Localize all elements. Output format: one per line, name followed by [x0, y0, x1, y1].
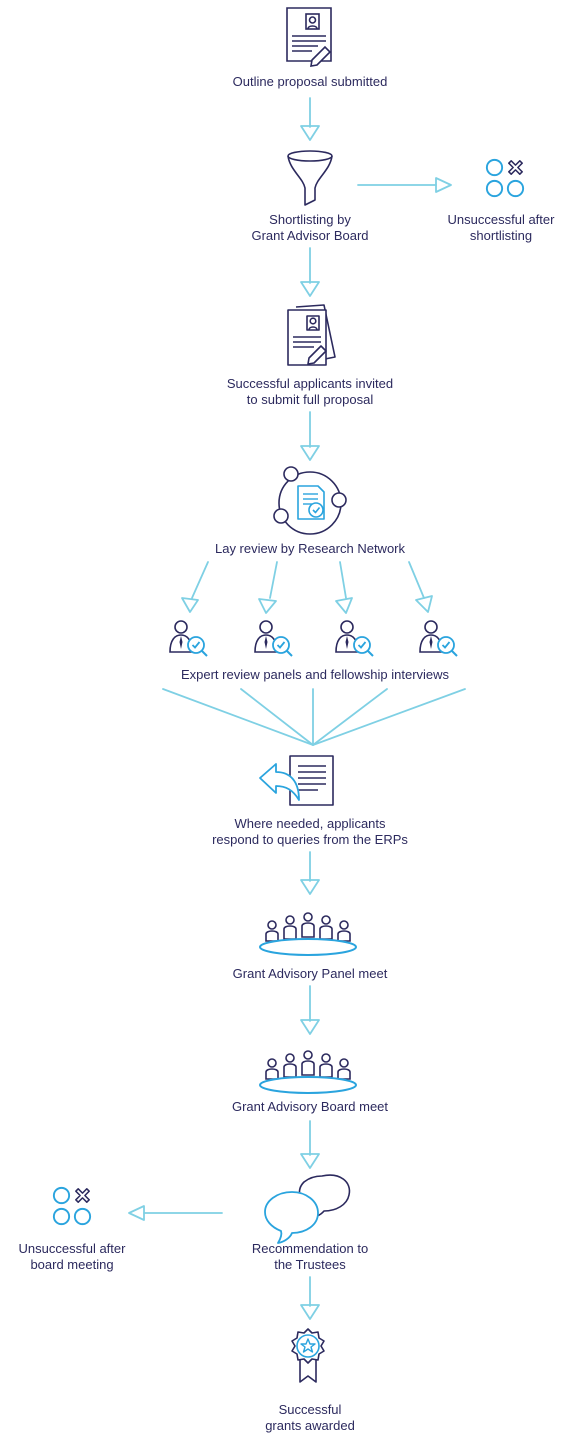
meeting-table-icon-panel [259, 912, 357, 956]
funnel-icon [287, 150, 333, 206]
label-unsuccessful-board: Unsuccessful after board meeting [2, 1241, 142, 1273]
label-line: to submit full proposal [246, 392, 374, 407]
label-line: Recommendation to [251, 1241, 369, 1256]
label-expert-review: Expert review panels and fellowship inte… [140, 667, 490, 683]
label-line: board meeting [30, 1257, 114, 1272]
circles-cross-icon-bottom [52, 1186, 92, 1226]
label-line: Grant Advisor Board [251, 228, 369, 243]
label-line: Successful [278, 1402, 342, 1417]
label-board-meet: Grant Advisory Board meet [200, 1099, 420, 1115]
document-portrait-pen-icon [286, 7, 332, 67]
label-outline-proposal: Outline proposal submitted [200, 74, 420, 90]
label-line: Shortlisting by [269, 212, 351, 227]
meeting-table-icon-board [259, 1050, 357, 1094]
speech-bubbles-icon [264, 1174, 351, 1244]
label-line: Where needed, applicants [234, 816, 386, 831]
document-reply-arrow-icon [259, 755, 334, 806]
label-awarded: Successful grants awarded [240, 1402, 380, 1434]
label-line: Successful applicants invited [226, 376, 394, 391]
label-queries: Where needed, applicants respond to quer… [190, 816, 430, 848]
label-line: Unsuccessful after [18, 1241, 126, 1256]
label-shortlisting: Shortlisting by Grant Advisor Board [210, 212, 410, 244]
label-line: respond to queries from the ERPs [212, 832, 408, 847]
label-line: Grant Advisory Panel meet [232, 966, 388, 981]
reviewer-magnifier-icon-4 [419, 620, 458, 657]
reviewer-magnifier-icon-1 [169, 620, 208, 657]
label-line: Lay review by Research Network [214, 541, 406, 556]
label-recommendation: Recommendation to the Trustees [220, 1241, 400, 1273]
network-document-check-icon [273, 466, 347, 535]
label-unsuccessful-shortlisting: Unsuccessful after shortlisting [434, 212, 568, 244]
label-line: Unsuccessful after [447, 212, 555, 227]
award-rosette-star-icon [291, 1328, 325, 1383]
label-line: Expert review panels and fellowship inte… [180, 667, 450, 682]
reviewer-magnifier-icon-3 [335, 620, 374, 657]
label-line: grants awarded [265, 1418, 355, 1433]
circles-cross-icon-top [485, 158, 525, 198]
label-line: Grant Advisory Board meet [231, 1099, 389, 1114]
label-full-proposal: Successful applicants invited to submit … [180, 376, 440, 408]
connector-arrows [128, 97, 466, 1320]
label-line: Outline proposal submitted [232, 74, 388, 89]
label-line: the Trustees [274, 1257, 346, 1272]
label-panel-meet: Grant Advisory Panel meet [200, 966, 420, 982]
label-line: shortlisting [469, 228, 533, 243]
label-lay-review: Lay review by Research Network [170, 541, 450, 557]
stacked-documents-pen-icon [287, 304, 336, 366]
reviewer-magnifier-icon-2 [254, 620, 293, 657]
